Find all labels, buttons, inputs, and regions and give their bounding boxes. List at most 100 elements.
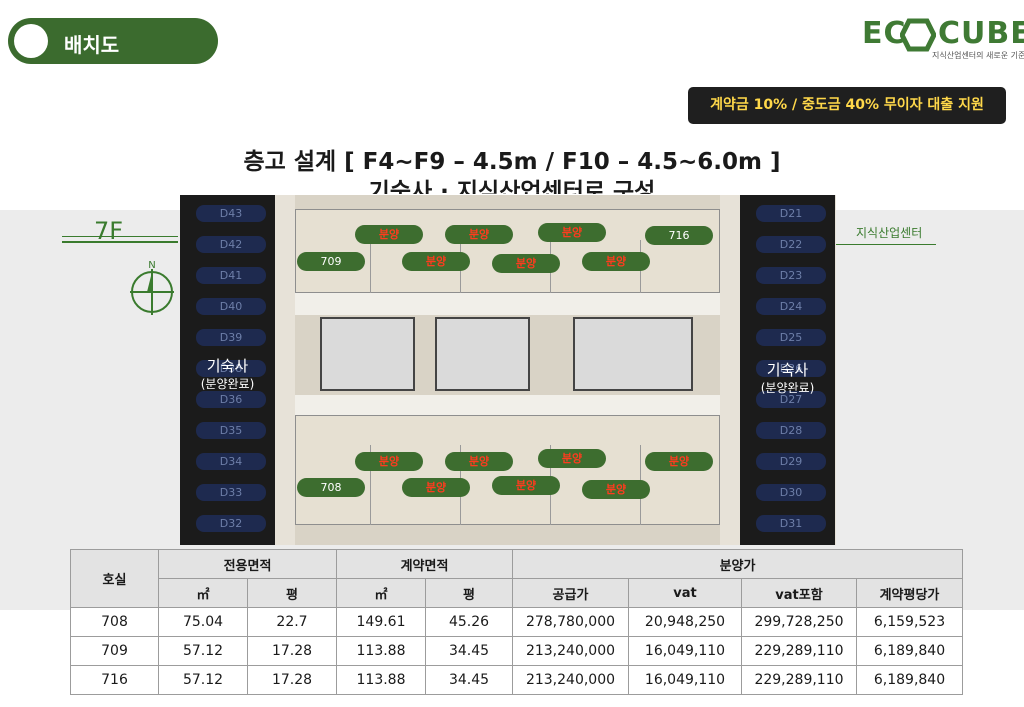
dorm-unit: D21 <box>756 205 826 222</box>
unit-badge-top[interactable]: 분양 <box>582 252 650 271</box>
stair-core-right <box>573 317 693 391</box>
table-cell: 113.88 <box>336 665 426 695</box>
hexagon-logo-icon <box>900 18 936 52</box>
unit-badge-bottom[interactable]: 분양 <box>538 449 606 468</box>
dorm-unit: D41 <box>196 267 266 284</box>
knowledge-center-label: 지식산업센터 <box>856 226 923 240</box>
unit-badge-bottom[interactable]: 분양 <box>355 452 423 471</box>
dorm-unit: D31 <box>756 515 826 532</box>
lower-corridor <box>295 395 720 415</box>
unit-divider <box>370 445 371 525</box>
upper-corridor <box>295 293 720 315</box>
group-header-contract-area: 계약면적 <box>336 549 513 579</box>
office-area: 분양 분양 분양 716 709 분양 분양 분양 분양 분양 분양 분양 70… <box>295 195 720 545</box>
unit-badge-top[interactable]: 716 <box>645 226 713 245</box>
table-cell: 6,189,840 <box>855 665 964 695</box>
section-label: 배치도 <box>64 33 120 57</box>
table-cell: 229,289,110 <box>741 665 857 695</box>
compass-north-label: N <box>148 260 155 271</box>
table-cell: 75.04 <box>158 607 248 637</box>
dorm-unit: D39 <box>196 329 266 346</box>
unit-badge-top[interactable]: 분양 <box>538 223 606 242</box>
dorm-unit: D40 <box>196 298 266 315</box>
sub-header: 계약평당가 <box>855 578 964 608</box>
dorm-unit: D23 <box>756 267 826 284</box>
dorm-unit: D35 <box>196 422 266 439</box>
table-cell: 278,780,000 <box>512 607 629 637</box>
left-dorm-label: 기숙사 <box>206 357 249 375</box>
unit-badge-top[interactable]: 분양 <box>355 225 423 244</box>
north-compass-icon: N <box>130 260 174 315</box>
unit-badge-bottom[interactable]: 708 <box>297 478 365 497</box>
dorm-unit: D30 <box>756 484 826 501</box>
dorm-unit: D43 <box>196 205 266 222</box>
table-cell: 17.28 <box>247 636 337 666</box>
section-pill: 배치도 <box>8 18 218 64</box>
composition-title: 기숙사 · 지식산업센터로 구성 <box>368 179 656 194</box>
dorm-unit: D26 <box>756 360 826 377</box>
floor-label: 7F <box>94 217 124 245</box>
sub-header: 평 <box>425 578 513 608</box>
table-cell: 709 <box>70 636 159 666</box>
pricing-table-wrap: 호실 전용면적 계약면적 분양가 ㎡ 평 ㎡ 평 공급가 vat vat포함 계… <box>70 549 964 695</box>
unit-badge-bottom[interactable]: 분양 <box>445 452 513 471</box>
dorm-unit: D24 <box>756 298 826 315</box>
unit-badge-bottom[interactable]: 분양 <box>582 480 650 499</box>
sub-header: ㎡ <box>158 578 248 608</box>
sub-header: 평 <box>247 578 337 608</box>
table-cell: 708 <box>70 607 159 637</box>
unit-badge-bottom[interactable]: 분양 <box>402 478 470 497</box>
floor-marker-line <box>62 241 178 243</box>
table-cell: 229,289,110 <box>741 636 857 666</box>
logo-text-right: CUBE <box>938 16 1024 51</box>
group-header-exclusive-area: 전용면적 <box>158 549 337 579</box>
dorm-unit: D29 <box>756 453 826 470</box>
dorm-unit: D28 <box>756 422 826 439</box>
table-cell: 299,728,250 <box>741 607 857 637</box>
table-cell: 57.12 <box>158 665 248 695</box>
table-cell: 45.26 <box>425 607 513 637</box>
knowledge-center-line <box>836 244 936 245</box>
table-cell: 113.88 <box>336 636 426 666</box>
table-cell: 149.61 <box>336 607 426 637</box>
table-cell: 16,049,110 <box>628 665 742 695</box>
sub-header: vat <box>628 578 742 608</box>
loan-support-banner: 계약금 10% / 중도금 40% 무이자 대출 지원 <box>688 87 1006 124</box>
dorm-unit: D22 <box>756 236 826 253</box>
unit-badge-top[interactable]: 709 <box>297 252 365 271</box>
pill-circle-icon <box>14 24 48 58</box>
dorm-unit: D38 <box>196 360 266 377</box>
table-cell: 17.28 <box>247 665 337 695</box>
table-cell: 6,159,523 <box>855 607 964 637</box>
sub-header: vat포함 <box>741 578 857 608</box>
table-cell: 57.12 <box>158 636 248 666</box>
table-cell: 22.7 <box>247 607 337 637</box>
table-cell: 213,240,000 <box>512 636 629 666</box>
sub-header: ㎡ <box>336 578 426 608</box>
dorm-unit: D32 <box>196 515 266 532</box>
group-header-sale-price: 분양가 <box>511 549 964 579</box>
dorm-unit: D27 <box>756 391 826 408</box>
table-cell: 6,189,840 <box>855 636 964 666</box>
table-cell: 20,948,250 <box>628 607 742 637</box>
table-cell: 16,049,110 <box>628 636 742 666</box>
right-dorm-status: (분양완료) <box>760 381 815 395</box>
dorm-unit: D34 <box>196 453 266 470</box>
unit-badge-bottom[interactable]: 분양 <box>645 452 713 471</box>
logo-text-left: EC <box>862 16 907 51</box>
ceiling-height-title: 층고 설계 [ F4~F9 – 4.5m / F10 – 4.5~6.0m ] <box>243 149 781 175</box>
unit-badge-top[interactable]: 분양 <box>445 225 513 244</box>
unit-badge-top[interactable]: 분양 <box>402 252 470 271</box>
dorm-unit: D33 <box>196 484 266 501</box>
left-dorm-status: (분양완료) <box>200 377 255 391</box>
unit-badge-top[interactable]: 분양 <box>492 254 560 273</box>
stair-core-left <box>320 317 415 391</box>
dorm-unit: D25 <box>756 329 826 346</box>
unit-badge-bottom[interactable]: 분양 <box>492 476 560 495</box>
